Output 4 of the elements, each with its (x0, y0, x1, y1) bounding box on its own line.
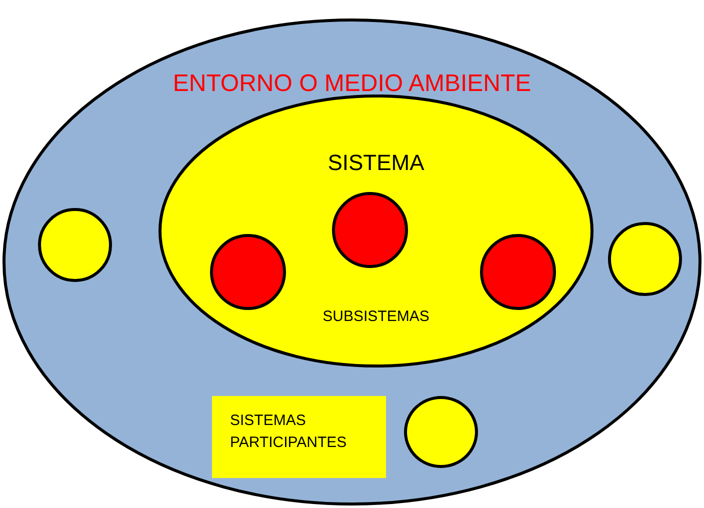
text-panel: SISTEMAS PARTICIPANTES (212, 396, 386, 478)
heading-text: ENTORNO O MEDIO AMBIENTE (172, 70, 532, 98)
heading-text: SISTEMA (326, 150, 426, 176)
caption-text: SUBSISTEMAS (322, 308, 430, 325)
